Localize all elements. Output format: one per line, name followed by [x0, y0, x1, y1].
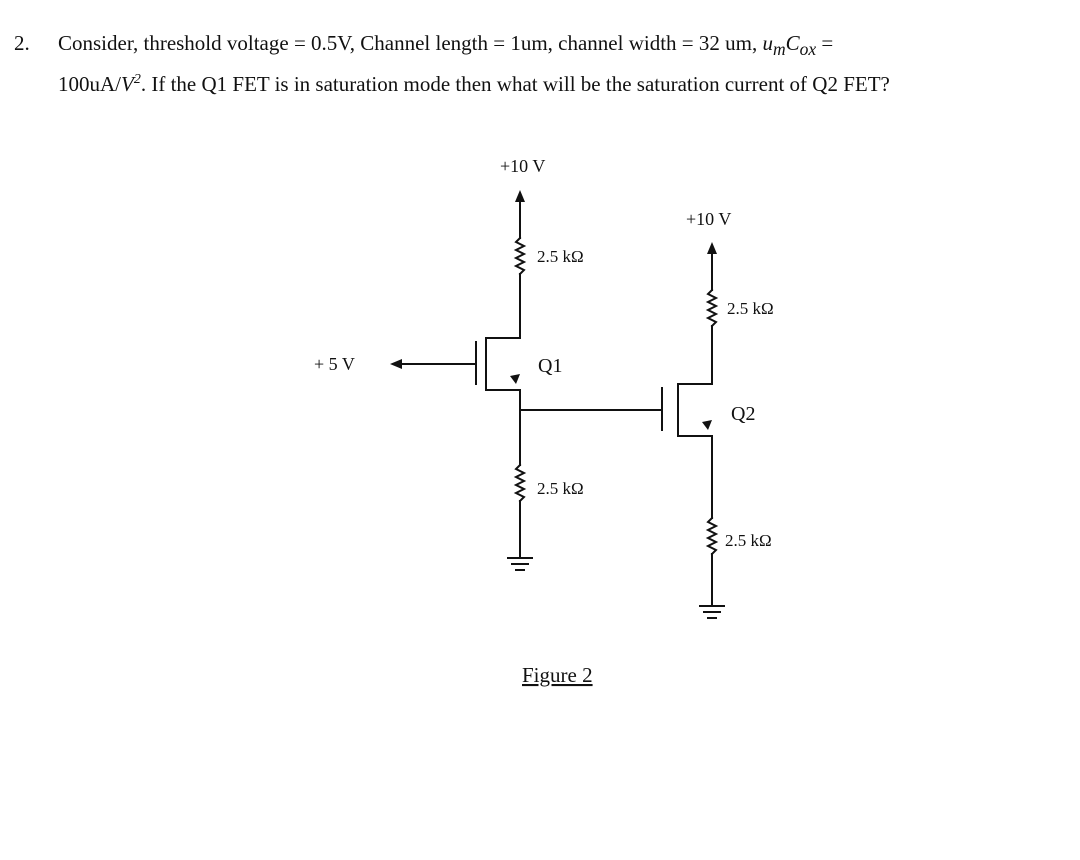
q2-source-resistor-label: 2.5 kΩ: [725, 531, 772, 550]
q2-drain-resistor: [705, 288, 719, 328]
figure-caption: Figure 2: [522, 663, 593, 687]
question-number: 2.: [14, 31, 30, 55]
q2-ground-icon: [699, 605, 725, 619]
question-line1: Consider, threshold voltage = 0.5V, Chan…: [58, 31, 763, 55]
q1-drain-resistor: [513, 236, 527, 276]
q2-label: Q2: [731, 403, 755, 425]
mobility-symbol: umCox: [762, 31, 817, 60]
gate-input-label: + 5 V: [314, 354, 355, 374]
q2-supply-label: +10 V: [686, 209, 731, 229]
volt-symbol: V2: [121, 72, 141, 97]
q1-source-resistor-label: 2.5 kΩ: [537, 479, 584, 498]
q1-ground-icon: [507, 557, 533, 571]
q2-source-arrow: [702, 420, 712, 430]
q1-supply-arrow: [515, 190, 525, 239]
q1-supply-label: +10 V: [500, 156, 545, 176]
q1-source-resistor: [513, 463, 527, 503]
gate-input-arrow: [390, 359, 421, 369]
q1-source-arrow: [510, 374, 520, 384]
question-line2: 100uA/: [58, 72, 121, 97]
question-block: 2. Consider, threshold voltage = 0.5V, C…: [14, 26, 1054, 102]
q2-source-resistor: [705, 516, 719, 556]
q2-drain-resistor-label: 2.5 kΩ: [727, 299, 774, 318]
q1-label: Q1: [538, 355, 562, 377]
q2-supply-arrow: [707, 242, 717, 291]
q1-drain-resistor-label: 2.5 kΩ: [537, 247, 584, 266]
question-text: Consider, threshold voltage = 0.5V, Chan…: [58, 31, 890, 97]
question-line2-rest: . If the Q1 FET is in saturation mode th…: [140, 72, 890, 97]
